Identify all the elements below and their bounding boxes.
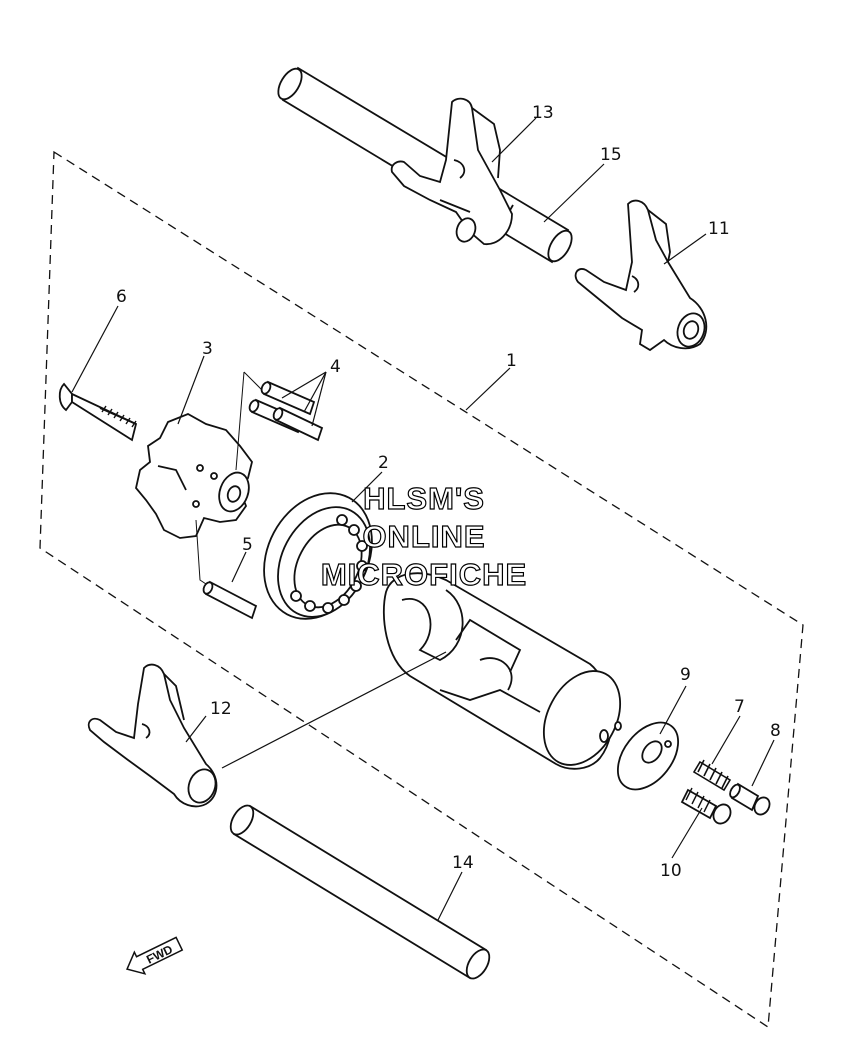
callout-9: 9: [680, 665, 691, 685]
part-6-bolt: [60, 384, 136, 440]
leader-lines: [71, 117, 775, 921]
callout-5: 5: [242, 535, 253, 555]
part-2-bearing: [243, 474, 393, 637]
callout-1: 1: [506, 351, 517, 371]
callout-7: 7: [734, 697, 745, 717]
part-7-spring: [694, 760, 730, 790]
part-4-pins: [248, 381, 322, 440]
part-13-shift-fork: [392, 99, 512, 245]
part-12-shift-fork: [89, 665, 220, 807]
callout-12: 12: [210, 699, 232, 719]
fwd-arrow: FWD: [126, 936, 184, 975]
watermark-line-3: MICROFICHE: [321, 557, 527, 592]
callout-6: 6: [116, 287, 127, 307]
assembly-boundary-dashed: [39, 150, 804, 1029]
watermark-line-1: HLSM'S: [363, 481, 485, 516]
callout-15: 15: [600, 145, 622, 165]
callout-14: 14: [452, 853, 474, 873]
callout-2: 2: [378, 453, 389, 473]
part-9-washer: [606, 711, 691, 800]
fwd-arrow-icon: [126, 936, 184, 975]
callout-4: 4: [330, 357, 341, 377]
part-8-plunger: [728, 783, 773, 817]
part-15-guide-bar: [274, 65, 577, 265]
callout-13: 13: [532, 103, 554, 123]
shift-drum: [384, 573, 636, 778]
callout-labels: 13 15 11 6 3 4 1 2 5 9 7 12 8 10 14: [116, 103, 781, 881]
part-5-pin: [202, 581, 256, 618]
part-14-guide-bar: [226, 802, 494, 983]
callout-8: 8: [770, 721, 781, 741]
watermark: HLSM'S ONLINE MICROFICHE: [320, 480, 527, 592]
part-10-screw: [682, 788, 734, 827]
part-3-drum-segment: [136, 414, 254, 538]
watermark-line-2: ONLINE: [362, 519, 485, 554]
callout-11: 11: [708, 219, 730, 239]
part-11-shift-fork: [576, 201, 709, 351]
callout-10: 10: [660, 861, 682, 881]
callout-3: 3: [202, 339, 213, 359]
